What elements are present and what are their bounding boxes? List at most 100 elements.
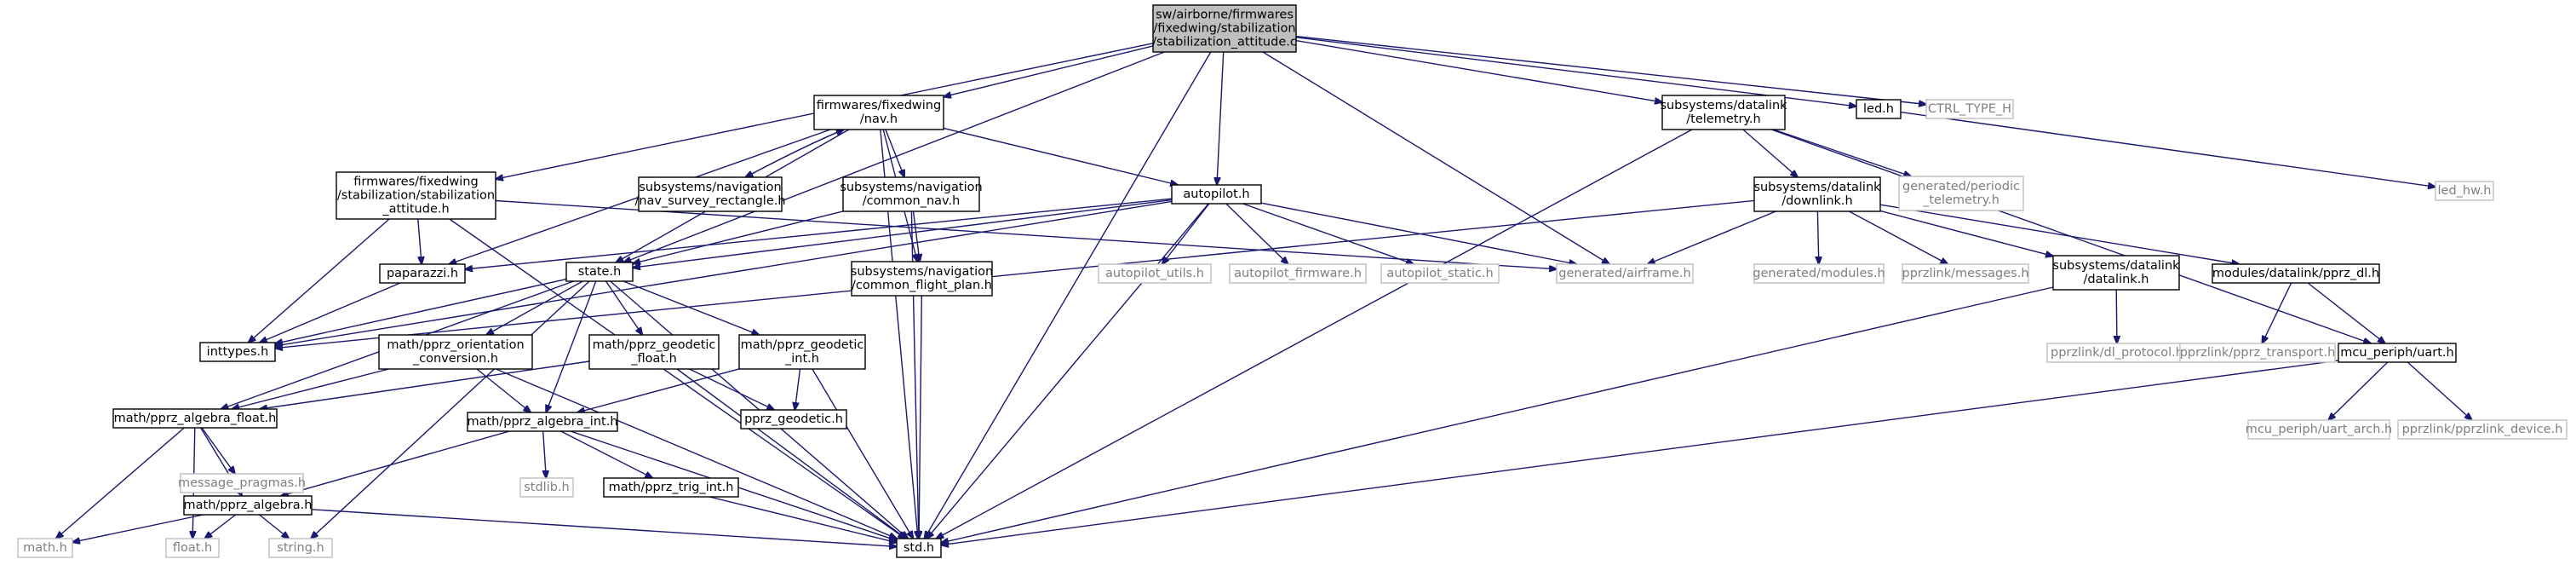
node-label: subsystems/navigation: [639, 181, 781, 194]
edge-geod_int-to-geodetic: [795, 368, 801, 410]
node-geod-float[interactable]: math/pprz_geodetic_float.h: [588, 334, 720, 370]
node-label: message_pragmas.h: [178, 476, 306, 490]
node-label: math/pprz_geodetic: [593, 338, 716, 352]
node-gen-modules[interactable]: generated/modules.h: [1753, 263, 1885, 284]
node-label: /datalink.h: [2084, 273, 2149, 286]
node-autopilot[interactable]: autopilot.h: [1171, 184, 1262, 205]
node-alg-float[interactable]: math/pprz_algebra_float.h: [112, 408, 278, 429]
node-label: std.h: [904, 541, 934, 555]
edge-autopilot-to-std_h: [927, 203, 1209, 539]
edge-orient_conv-to-std_h: [496, 368, 897, 539]
node-root[interactable]: sw/airborne/firmwares/fixedwing/stabiliz…: [1152, 4, 1297, 53]
node-string-h[interactable]: string.h: [268, 538, 333, 558]
node-box: [738, 334, 866, 370]
edge-geod_float-to-alg_float: [260, 360, 590, 409]
node-box: [740, 409, 847, 430]
node-box: [112, 408, 278, 429]
node-orient-conv[interactable]: math/pprz_orientation_conversion.h: [378, 334, 533, 370]
node-box: [813, 95, 944, 130]
node-downlink[interactable]: subsystems/datalink/downlink.h: [1753, 176, 1881, 212]
node-pprz-dl[interactable]: modules/datalink/pprz_dl.h: [2212, 263, 2380, 284]
edge-nav_h-to-autopilot: [943, 127, 1178, 185]
node-stab-att-h[interactable]: firmwares/fixedwing/stabilization/stabil…: [336, 171, 496, 220]
edge-telemetry-to-periodic_tel: [1773, 129, 1912, 176]
node-label: generated/periodic: [1902, 180, 2020, 193]
node-state[interactable]: state.h: [565, 262, 634, 282]
node-paparazzi[interactable]: paparazzi.h: [379, 263, 466, 284]
edge-common_fp-to-std_h: [919, 295, 921, 539]
node-datalink-h[interactable]: subsystems/datalink/datalink.h: [2052, 255, 2180, 291]
node-periodic-tel[interactable]: generated/periodic_telemetry.h: [1898, 176, 2024, 211]
node-box: [2052, 255, 2180, 291]
node-common-nav[interactable]: subsystems/navigation/common_nav.h: [840, 176, 983, 212]
node-label: modules/datalink/pprz_dl.h: [2212, 267, 2379, 280]
node-box: [1753, 176, 1881, 212]
node-box: [379, 263, 466, 284]
node-autopilot-static[interactable]: autopilot_static.h: [1380, 263, 1500, 284]
node-stdlib[interactable]: stdlib.h: [519, 477, 574, 498]
node-label: _conversion.h: [412, 352, 498, 366]
edge-nav_h-to-common_nav: [885, 129, 904, 177]
node-pprzlink-msgs[interactable]: pprzlink/messages.h: [1902, 263, 2029, 284]
node-box: [851, 261, 993, 297]
node-label: firmwares/fixedwing: [353, 176, 478, 189]
edge-telemetry-to-downlink: [1742, 129, 1798, 177]
node-label: subsystems/datalink: [2052, 259, 2180, 273]
node-pprzlink-device[interactable]: pprzlink/pprzlink_device.h: [2397, 419, 2567, 440]
node-box: [336, 171, 496, 220]
node-uart-arch[interactable]: mcu_periph/uart_arch.h: [2246, 419, 2392, 440]
node-algebra[interactable]: math/pprz_algebra.h: [183, 495, 313, 516]
edge-algebra-to-math_h: [72, 514, 204, 542]
node-label: /downlink.h: [1781, 194, 1852, 208]
edge-pprz_dl-to-uart_h: [2307, 282, 2385, 343]
node-label: mcu_periph/uart_arch.h: [2246, 423, 2392, 436]
node-pprz-transport[interactable]: pprzlink/pprz_transport.h: [2179, 343, 2336, 363]
node-box: [183, 495, 313, 516]
node-inttypes[interactable]: inttypes.h: [199, 342, 276, 362]
node-label: subsystems/navigation: [851, 265, 993, 279]
node-box: [17, 538, 73, 558]
node-label: /stabilization_attitude.c: [1152, 36, 1297, 49]
node-label: /nav.h: [860, 112, 898, 126]
node-common-fp[interactable]: subsystems/navigation/common_flight_plan…: [851, 261, 993, 297]
node-box: [2247, 419, 2390, 440]
node-box: [180, 473, 304, 493]
node-msg-pragmas[interactable]: message_pragmas.h: [178, 473, 306, 493]
node-label: generated/airframe.h: [1558, 267, 1690, 280]
node-label: CTRL_TYPE_H: [1928, 102, 2011, 116]
node-alg-int[interactable]: math/pprz_algebra_int.h: [467, 412, 618, 432]
node-math-h[interactable]: math.h: [17, 538, 73, 558]
node-autopilot-utils[interactable]: autopilot_utils.h: [1098, 263, 1212, 284]
node-label: math/pprz_trig_int.h: [609, 481, 734, 494]
edge-alg_int-to-stdlib: [543, 430, 547, 478]
node-label: pprz_geodetic.h: [744, 412, 843, 426]
node-float-h[interactable]: float.h: [165, 538, 220, 558]
node-uart-h[interactable]: mcu_periph/uart.h: [2338, 343, 2457, 363]
node-telemetry[interactable]: subsystems/datalink/telemetry.h: [1660, 95, 1787, 130]
node-label: autopilot_utils.h: [1105, 267, 1204, 280]
node-box: [1925, 99, 2014, 119]
node-label: /fixedwing/stabilization: [1153, 22, 1295, 36]
node-airframe[interactable]: generated/airframe.h: [1556, 263, 1694, 284]
edge-root-to-ctrl_type: [1295, 35, 1926, 105]
node-autopilot-firmware[interactable]: autopilot_firmware.h: [1229, 263, 1367, 284]
node-led-h[interactable]: led.h: [1856, 99, 1902, 119]
node-ctrl-type[interactable]: CTRL_TYPE_H: [1925, 99, 2014, 119]
node-std-h[interactable]: std.h: [896, 538, 942, 558]
node-geodetic[interactable]: pprz_geodetic.h: [740, 409, 847, 430]
node-box: [1556, 263, 1694, 284]
node-geod-int[interactable]: math/pprz_geodetic_int.h: [738, 334, 866, 370]
node-led-hw[interactable]: led_hw.h: [2435, 181, 2494, 201]
node-label: math/pprz_orientation: [387, 338, 524, 352]
edges: [56, 35, 2472, 547]
node-box: [1661, 95, 1786, 130]
node-dl-protocol[interactable]: pprzlink/dl_protocol.h: [2046, 343, 2188, 363]
node-label: sw/airborne/firmwares: [1156, 9, 1294, 22]
node-survey-rect[interactable]: subsystems/navigation/nav_survey_rectang…: [634, 176, 786, 212]
node-label: /common_flight_plan.h: [852, 279, 992, 292]
node-trig-int[interactable]: math/pprz_trig_int.h: [603, 477, 739, 498]
node-nav-h[interactable]: firmwares/fixedwing/nav.h: [813, 95, 944, 130]
edge-geod_int-to-alg_int: [577, 368, 740, 412]
node-label: _telemetry.h: [1922, 193, 1999, 207]
edge-algebra-to-std_h: [311, 509, 897, 547]
